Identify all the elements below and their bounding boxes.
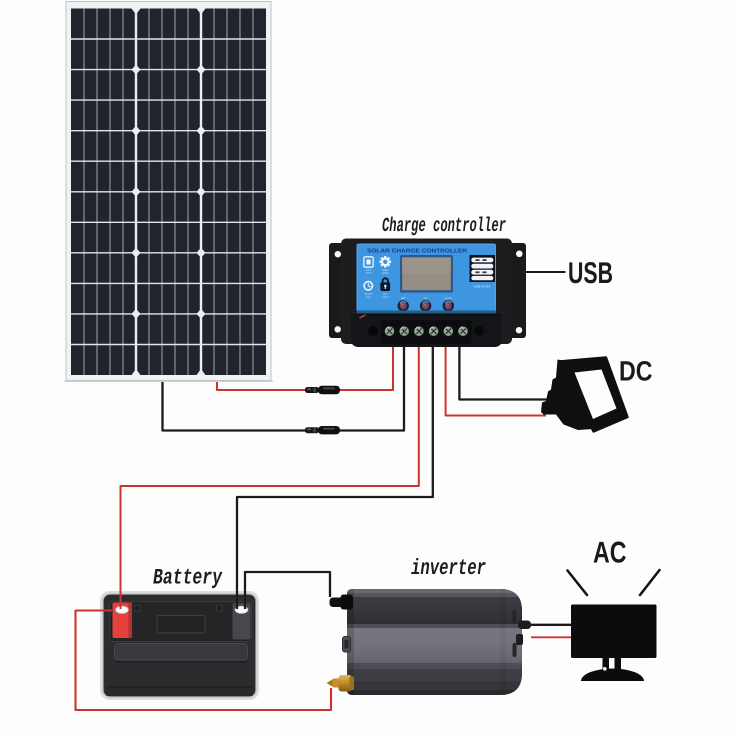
svg-text:Battery: Battery (153, 566, 223, 591)
svg-text:MODE: MODE (382, 272, 389, 275)
svg-text:UP: UP (424, 297, 428, 300)
svg-text:inverter: inverter (411, 556, 486, 581)
svg-text:KEY: KEY (383, 293, 388, 296)
svg-text:TYPE: TYPE (366, 272, 372, 275)
svg-text:WORK: WORK (382, 269, 390, 272)
svg-text:FLOAT: FLOAT (365, 293, 373, 296)
svg-text:USB: USB (568, 257, 613, 290)
svg-text:SET: SET (401, 297, 406, 300)
svg-text:USB 5V/2A: USB 5V/2A (474, 285, 492, 289)
svg-text:LOCK: LOCK (382, 296, 389, 299)
svg-text:BATT: BATT (366, 269, 372, 272)
svg-text:DC: DC (619, 355, 653, 386)
svg-text:DOWN: DOWN (445, 297, 453, 300)
svg-text:SOLAR CHARGE CONTROLLER: SOLAR CHARGE CONTROLLER (367, 248, 467, 254)
svg-text:CHG: CHG (366, 296, 371, 299)
svg-text:Charge controller: Charge controller (382, 215, 506, 238)
svg-text:AC: AC (593, 537, 627, 570)
